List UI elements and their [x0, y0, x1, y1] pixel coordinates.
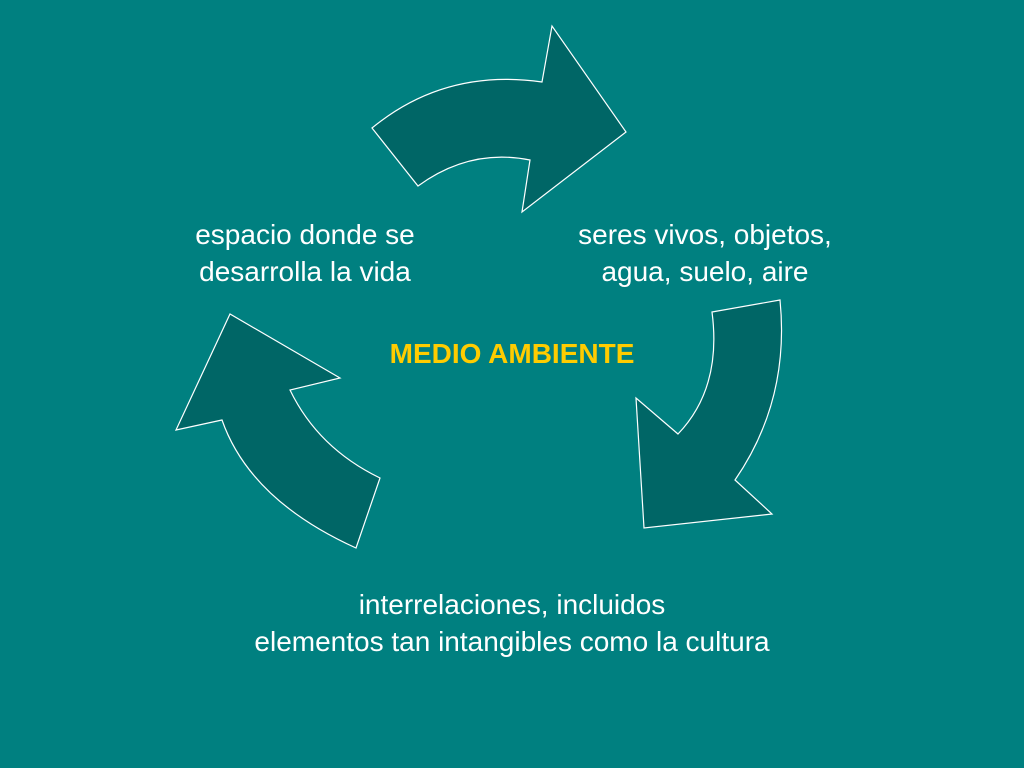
node-left-label: espacio donde se desarrolla la vida — [150, 216, 460, 290]
node-bottom-line-1: interrelaciones, incluidos — [358, 589, 666, 620]
center-title: MEDIO AMBIENTE — [389, 338, 635, 369]
arrow-top — [371, 24, 627, 214]
arrow-right — [635, 299, 783, 529]
node-bottom-line-2: elementos tan intangibles como la cultur… — [254, 626, 770, 657]
node-bottom-label: interrelaciones, incluidos elementos tan… — [152, 586, 872, 660]
node-right-line-1: seres vivos, objetos, — [578, 219, 832, 250]
node-left-line-2: desarrolla la vida — [199, 256, 411, 287]
node-left-line-1: espacio donde se — [195, 219, 415, 250]
arrow-left — [174, 313, 381, 549]
node-right-line-2: agua, suelo, aire — [601, 256, 809, 287]
node-right-label: seres vivos, objetos, agua, suelo, aire — [515, 216, 895, 290]
